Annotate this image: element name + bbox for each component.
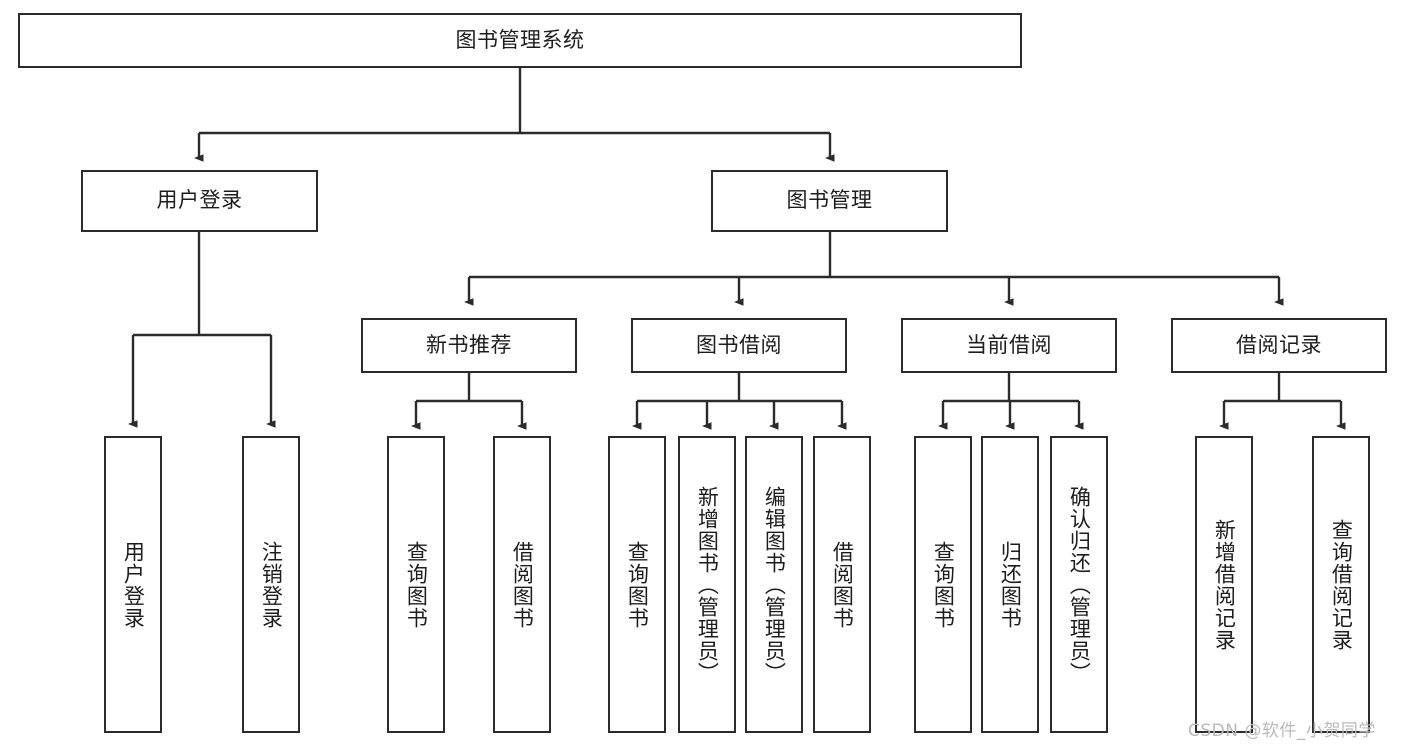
node-user-login-label: 用户登录: [156, 188, 243, 213]
node-leaf-user-login[interactable]: 用户登录: [104, 436, 162, 733]
node-leaf-user-login-label: 用户登录: [121, 540, 146, 629]
node-leaf-borrow-book-1-label: 借阅图书: [510, 540, 535, 629]
node-leaf-borrow-book-2-label: 借阅图书: [830, 540, 855, 629]
node-current-borrow-label: 当前借阅: [966, 332, 1052, 357]
node-leaf-query-borrow-record[interactable]: 查询借阅记录: [1312, 436, 1370, 733]
node-leaf-edit-book[interactable]: 编辑图书（管理员）: [745, 436, 803, 733]
node-leaf-logout-login-label: 注销登录: [259, 540, 284, 629]
node-root[interactable]: 图书管理系统: [18, 13, 1022, 68]
node-leaf-query-book-2[interactable]: 查询图书: [608, 436, 666, 733]
node-leaf-query-book-3[interactable]: 查询图书: [914, 436, 972, 733]
node-borrow-record-label: 借阅记录: [1236, 332, 1322, 357]
node-leaf-edit-book-label: 编辑图书（管理员）: [762, 485, 787, 684]
node-leaf-confirm-return[interactable]: 确认归还（管理员）: [1050, 436, 1108, 733]
csdn-watermark: CSDN @软件_小贺同学: [1188, 721, 1376, 741]
node-leaf-add-borrow-record[interactable]: 新增借阅记录: [1195, 436, 1253, 733]
node-new-book-recommend-label: 新书推荐: [426, 332, 512, 357]
node-leaf-query-borrow-record-label: 查询借阅记录: [1329, 518, 1354, 651]
node-book-borrow-label: 图书借阅: [696, 332, 782, 357]
node-book-manage-label: 图书管理: [786, 188, 873, 213]
node-leaf-add-borrow-record-label: 新增借阅记录: [1212, 518, 1237, 651]
node-new-book-recommend[interactable]: 新书推荐: [361, 318, 577, 373]
node-leaf-confirm-return-label: 确认归还（管理员）: [1067, 485, 1092, 684]
node-root-label: 图书管理系统: [455, 27, 585, 52]
node-leaf-logout-login[interactable]: 注销登录: [242, 436, 300, 733]
node-leaf-borrow-book-2[interactable]: 借阅图书: [813, 436, 871, 733]
node-leaf-return-book[interactable]: 归还图书: [981, 436, 1039, 733]
node-leaf-query-book-1-label: 查询图书: [404, 540, 429, 629]
node-leaf-borrow-book-1[interactable]: 借阅图书: [493, 436, 551, 733]
node-leaf-return-book-label: 归还图书: [998, 540, 1023, 629]
node-leaf-query-book-1[interactable]: 查询图书: [387, 436, 445, 733]
node-current-borrow[interactable]: 当前借阅: [901, 318, 1117, 373]
node-user-login[interactable]: 用户登录: [81, 170, 318, 232]
node-leaf-add-book-label: 新增图书（管理员）: [695, 485, 720, 684]
node-book-borrow[interactable]: 图书借阅: [631, 318, 847, 373]
node-leaf-add-book[interactable]: 新增图书（管理员）: [678, 436, 736, 733]
node-book-manage[interactable]: 图书管理: [711, 170, 948, 232]
node-borrow-record[interactable]: 借阅记录: [1171, 318, 1387, 373]
node-leaf-query-book-3-label: 查询图书: [931, 540, 956, 629]
node-leaf-query-book-2-label: 查询图书: [625, 540, 650, 629]
